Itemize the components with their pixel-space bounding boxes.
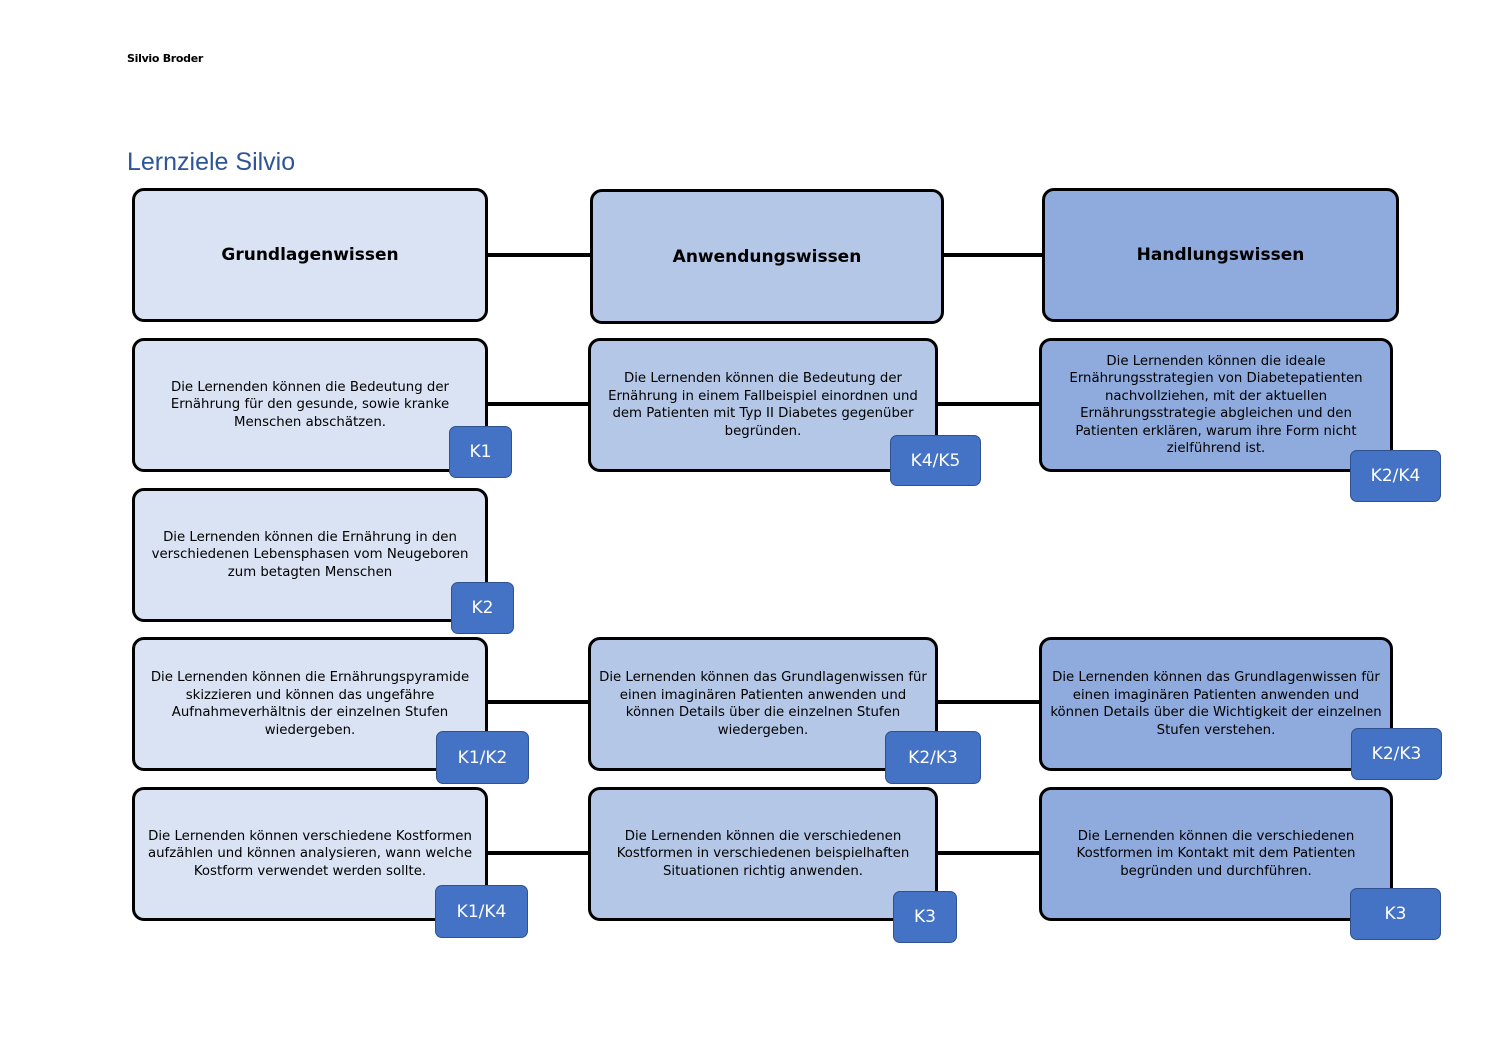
header-label: Handlungswissen xyxy=(1136,245,1305,265)
level-badge: K2 xyxy=(451,582,514,634)
goal-box: Die Lernenden können die Bedeutung der E… xyxy=(132,338,488,472)
goal-text: Die Lernenden können die Bedeutung der E… xyxy=(170,379,450,430)
page-title: Lernziele Silvio xyxy=(127,148,296,176)
goal-text: Die Lernenden können die ideale Ernährun… xyxy=(1069,353,1363,457)
header-handlungswissen: Handlungswissen xyxy=(1042,188,1399,322)
goal-box: Die Lernenden können die ideale Ernährun… xyxy=(1039,338,1393,472)
goal-text: Die Lernenden können die verschiedenen K… xyxy=(616,828,910,879)
level-badge: K1/K2 xyxy=(436,731,529,784)
connector-row1-2-3 xyxy=(934,402,1044,406)
level-badge: K3 xyxy=(893,891,957,943)
author-name: Silvio Broder xyxy=(127,52,204,65)
level-badge: K2/K4 xyxy=(1350,450,1441,502)
goal-text: Die Lernenden können verschiedene Kostfo… xyxy=(147,828,472,879)
goal-box: Die Lernenden können das Grundlagenwisse… xyxy=(1039,637,1393,771)
connector-row4-2-3 xyxy=(934,851,1044,855)
goal-text: Die Lernenden können die Ernährung in de… xyxy=(151,529,469,580)
goal-box: Die Lernenden können die Ernährung in de… xyxy=(132,488,488,622)
level-badge: K2/K3 xyxy=(1351,728,1442,780)
connector-row4-1-2 xyxy=(484,851,592,855)
level-badge: K2/K3 xyxy=(885,731,981,784)
level-badge: K1 xyxy=(449,426,512,478)
goal-text: Die Lernenden können das Grundlagenwisse… xyxy=(1050,670,1382,738)
goal-box: Die Lernenden können die Ernährungspyram… xyxy=(132,637,488,771)
goal-box: Die Lernenden können verschiedene Kostfo… xyxy=(132,787,488,921)
header-anwendungswissen: Anwendungswissen xyxy=(590,189,944,324)
goal-text: Die Lernenden können die Bedeutung der E… xyxy=(608,371,918,439)
connector-header-2-3 xyxy=(940,253,1046,257)
header-grundlagenwissen: Grundlagenwissen xyxy=(132,188,488,322)
connector-row3-2-3 xyxy=(934,700,1044,704)
goal-box: Die Lernenden können die verschiedenen K… xyxy=(588,787,938,921)
connector-row1-1-2 xyxy=(484,402,592,406)
level-badge: K1/K4 xyxy=(435,885,528,938)
header-label: Anwendungswissen xyxy=(672,246,862,267)
goal-text: Die Lernenden können die verschiedenen K… xyxy=(1076,828,1356,879)
goal-box: Die Lernenden können die Bedeutung der E… xyxy=(588,338,938,472)
goal-text: Die Lernenden können das Grundlagenwisse… xyxy=(599,670,927,738)
header-label: Grundlagenwissen xyxy=(221,245,399,265)
goal-box: Die Lernenden können die verschiedenen K… xyxy=(1039,787,1393,921)
connector-row3-1-2 xyxy=(484,700,592,704)
level-badge: K3 xyxy=(1350,888,1441,940)
goal-box: Die Lernenden können das Grundlagenwisse… xyxy=(588,637,938,771)
level-badge: K4/K5 xyxy=(890,435,981,486)
goal-text: Die Lernenden können die Ernährungspyram… xyxy=(150,670,470,738)
connector-header-1-2 xyxy=(486,253,594,257)
